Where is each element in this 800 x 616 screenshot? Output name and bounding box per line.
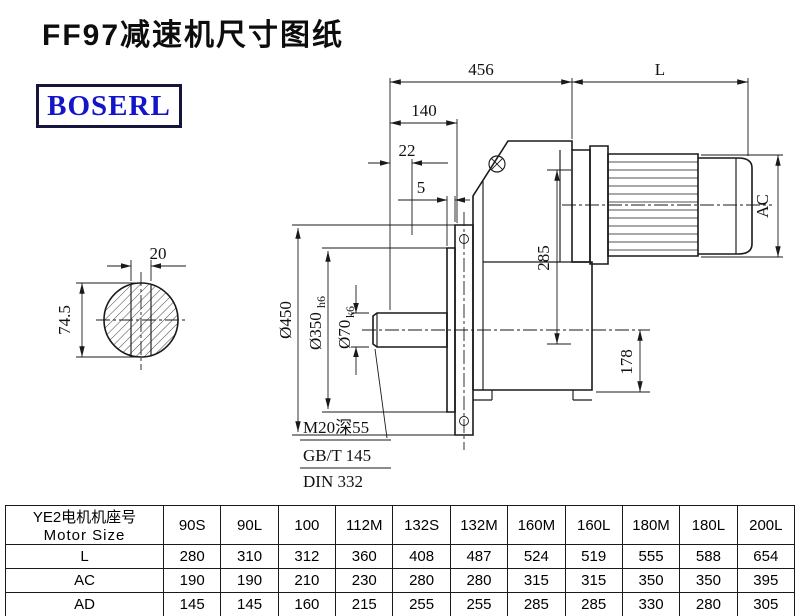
dim-178-label: 178 [617,349,636,375]
fan-cover [698,157,753,255]
dimension-285: 285 [534,169,571,345]
table-cell: 555 [621,544,681,569]
dimension-keyway-width: 20 [107,244,186,281]
mounting-flange [446,224,474,436]
page-title: FF97减速机尺寸图纸 [42,19,345,52]
table-cell: 280 [392,568,451,593]
dimension-flange-od: Ø450 [276,224,455,436]
table-cell: 285 [564,592,623,616]
column-header: 180M [621,505,681,545]
dim-70-label: Ø70 [335,320,354,349]
table-cell: 210 [277,568,337,593]
column-header: 90L [220,505,279,545]
motor-size-header-en: Motor Size [43,527,126,544]
lifting-eye-icon [488,155,506,173]
column-header: 132S [392,505,451,545]
dim-22-label: 22 [399,141,416,160]
table-cell: 654 [736,544,796,569]
boserl-logo: BOSERL [36,84,182,128]
dim-350-label: Ø350 [306,312,325,350]
row-label: AC [5,568,164,593]
dim-285-label: 285 [534,245,553,271]
column-header: 160M [507,505,566,545]
dimension-456: 456 [389,60,573,310]
table-cell: 524 [507,544,566,569]
row-label: AD [5,592,164,616]
table-cell: 315 [564,568,623,593]
motor-size-header: YE2电机机座号 Motor Size [5,505,164,545]
dim-L-label: L [655,60,665,79]
dim-20-label: 20 [150,244,167,263]
dimension-22: 22 [368,141,448,235]
logo-text: BOSERL [47,89,171,122]
table-cell: 310 [220,544,279,569]
motor-size-header-cn: YE2电机机座号 [32,509,137,526]
column-header: 90S [162,505,222,545]
dimension-AC: AC [701,154,783,258]
table-cell: 145 [220,592,279,616]
table-cell: 285 [507,592,566,616]
table-cell: 350 [621,568,681,593]
row-label: L [5,544,164,569]
table-cell: 588 [679,544,738,569]
column-header: 100 [277,505,337,545]
dim-5-label: 5 [417,178,426,197]
dimension-section-height: 74.5 [55,282,136,358]
table-row-L: L 280 310 312 360 408 487 524 519 555 58… [5,544,796,569]
table-row-AD: AD 145 145 160 215 255 255 285 285 330 2… [5,592,796,616]
centerlines [362,204,772,450]
table-cell: 255 [449,592,509,616]
table-cell: 280 [679,592,738,616]
table-cell: 330 [621,592,681,616]
dim-350-tolerance: h6 [314,296,328,308]
dim-140-label: 140 [411,101,437,120]
table-cell: 160 [277,592,337,616]
dim-450-label: Ø450 [276,301,295,339]
standard-din-label: DIN 332 [303,472,363,491]
table-cell: 487 [449,544,509,569]
column-header: 180L [679,505,738,545]
table-cell: 350 [679,568,738,593]
dim-74-5-label: 74.5 [55,305,74,335]
table-cell: 280 [449,568,509,593]
gearbox-housing [472,140,593,401]
dim-456-label: 456 [468,60,494,79]
motor [571,145,753,265]
dimension-shaft-diameter: Ø70 k6 [335,285,369,375]
technical-drawing: 20 74.5 [55,60,783,491]
column-header: 160L [564,505,623,545]
table-header-row: YE2电机机座号 Motor Size 90S 90L 100 112M 132… [5,505,796,545]
shaft-section-view [96,272,188,370]
tapped-hole-note: M20深55 GB/T 145 DIN 332 [300,348,391,491]
table-cell: 312 [277,544,337,569]
dimension-5: 5 [398,178,470,246]
dimension-L: L [572,60,749,156]
table-cell: 315 [507,568,566,593]
column-header: 200L [736,505,796,545]
tap-note-label: M20深55 [303,418,369,437]
table-cell: 280 [162,544,222,569]
table-cell: 395 [736,568,796,593]
table-cell: 305 [736,592,796,616]
dimension-140: 140 [390,101,458,223]
table-cell: 360 [335,544,394,569]
column-header: 112M [335,505,394,545]
dimension-spigot: Ø350 h6 [306,247,447,413]
table-cell: 519 [564,544,623,569]
table-cell: 230 [335,568,394,593]
table-cell: 190 [220,568,279,593]
column-header: 132M [449,505,509,545]
dimension-table: YE2电机机座号 Motor Size 90S 90L 100 112M 132… [5,505,796,616]
table-cell: 145 [162,592,222,616]
table-cell: 190 [162,568,222,593]
dimension-178: 178 [596,330,650,393]
table-row-AC: AC 190 190 210 230 280 280 315 315 350 3… [5,568,796,593]
table-cell: 408 [392,544,451,569]
standard-gbt-label: GB/T 145 [303,446,371,465]
dim-70-tolerance: k6 [343,306,357,318]
table-cell: 255 [392,592,451,616]
table-cell: 215 [335,592,394,616]
dim-AC-label: AC [753,194,772,218]
